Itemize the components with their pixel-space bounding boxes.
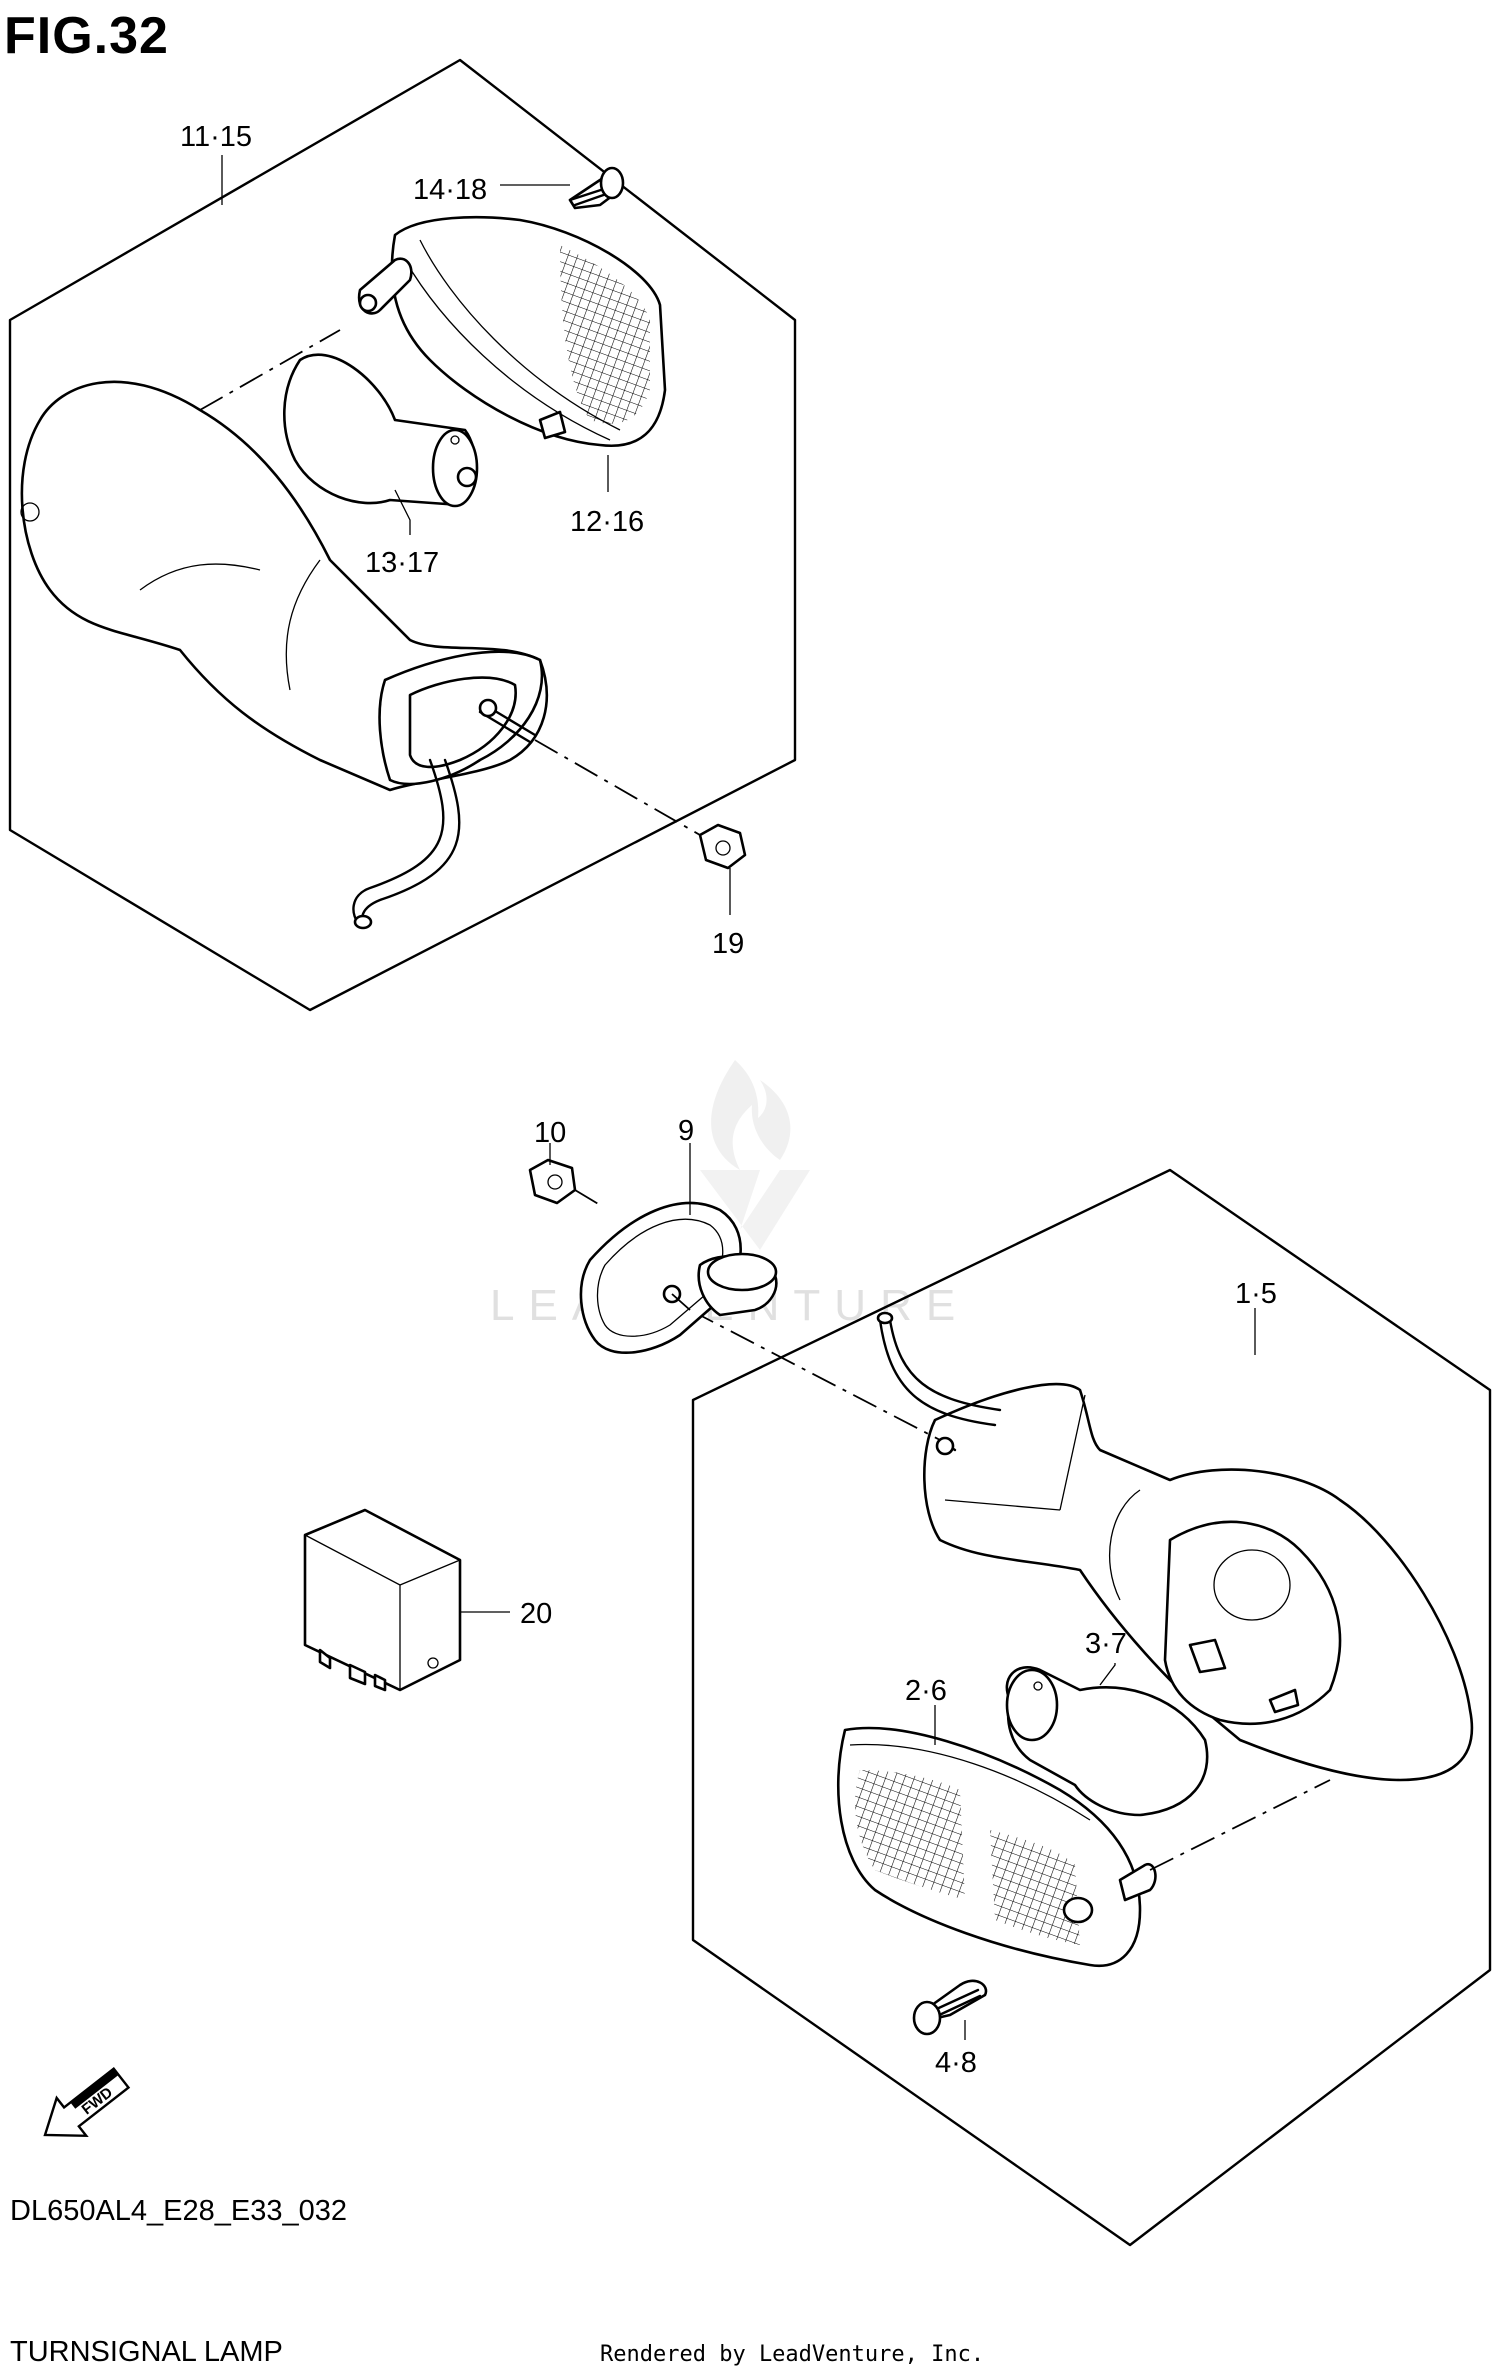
callout-4-8: 4·8: [935, 2047, 977, 2079]
callout-2-6: 2·6: [905, 1675, 947, 1707]
assembly-frame-upper: [8, 58, 797, 1012]
assembly-frame-lower: [691, 1168, 1492, 2247]
nut-10: [528, 1158, 577, 1205]
callout-3-7: 3·7: [1085, 1628, 1127, 1660]
diagram-code: DL650AL4_E28_E33_032: [10, 2195, 348, 2227]
callout-10: 10: [534, 1117, 566, 1149]
callout-1-5: 1·5: [1235, 1278, 1277, 1310]
gasket-and-nut: [528, 1143, 778, 1355]
diagram-name: TURNSIGNAL LAMP: [10, 2336, 283, 2368]
figure-title: FIG.32: [4, 7, 169, 65]
callout-19: 19: [712, 928, 744, 960]
nut-19: [698, 823, 747, 870]
relay-20: [303, 1508, 510, 1692]
callout-20: 20: [520, 1598, 552, 1630]
front-turnsignal-assembly: [8, 58, 797, 1012]
rendered-by-credit: Rendered by LeadVenture, Inc.: [600, 2342, 985, 2367]
rear-turnsignal-assembly: [689, 1168, 1492, 2247]
callout-11-15: 11·15: [180, 121, 252, 153]
fwd-arrow-icon: FWD: [43, 2066, 131, 2138]
callout-14-18: 14·18: [413, 174, 487, 206]
leadventure-flame-logo: [700, 1060, 810, 1250]
callout-9: 9: [678, 1115, 694, 1147]
callout-12-16: 12·16: [570, 506, 644, 538]
callout-13-17: 13·17: [365, 547, 439, 579]
